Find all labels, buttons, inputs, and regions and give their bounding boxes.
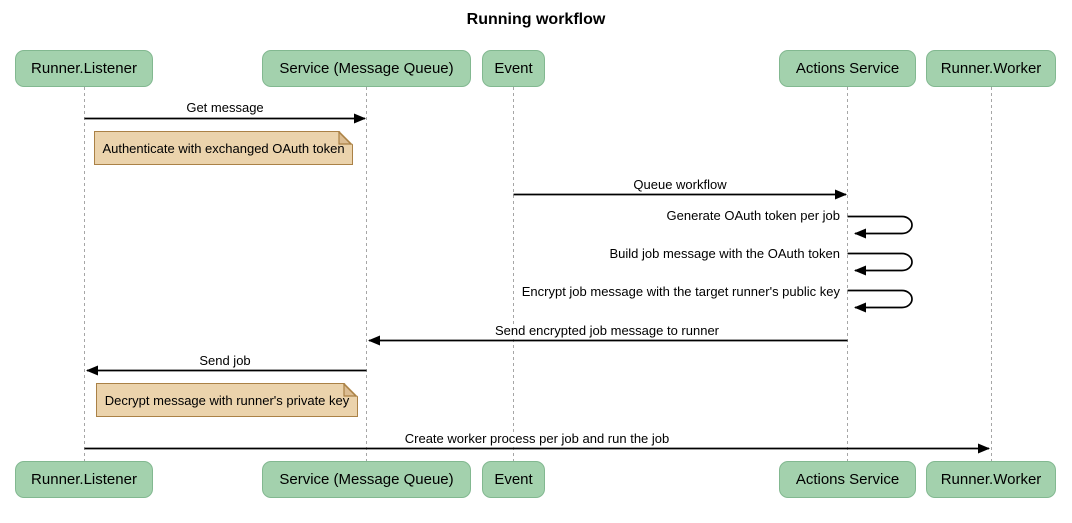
- message-arrows: [84, 113, 990, 454]
- participant-top-actions-service: Actions Service: [779, 50, 916, 87]
- message-label-send-job: Send job: [196, 354, 254, 368]
- message-label-queue-workflow: Queue workflow: [630, 178, 730, 192]
- participant-top-event: Event: [482, 50, 545, 87]
- note-fold-corner-icon: [338, 130, 354, 145]
- arrow-self-encrypt-job-message: [847, 289, 913, 313]
- participant-bottom-runner-worker: Runner.Worker: [926, 461, 1056, 498]
- lifelines: [84, 87, 992, 461]
- participant-label: Actions Service: [795, 60, 900, 77]
- participant-bottom-runner-listener: Runner.Listener: [15, 461, 153, 498]
- message-label-create-worker-process: Create worker process per job and run th…: [401, 432, 673, 446]
- participant-top-service-message-queue: Service (Message Queue): [262, 50, 471, 87]
- arrow-self-generate-oauth-token: [847, 215, 913, 239]
- note-label: Decrypt message with runner's private ke…: [104, 392, 350, 408]
- participant-bottom-actions-service: Actions Service: [779, 461, 916, 498]
- note-fold-corner-icon: [343, 382, 359, 397]
- message-label-send-encrypted-job-message: Send encrypted job message to runner: [491, 324, 723, 338]
- participant-label: Runner.Worker: [940, 471, 1042, 488]
- participant-top-runner-worker: Runner.Worker: [926, 50, 1056, 87]
- message-label-get-message: Get message: [183, 101, 267, 115]
- message-label-encrypt-job-message: Encrypt job message with the target runn…: [518, 285, 843, 299]
- message-label-generate-oauth-token: Generate OAuth token per job: [663, 209, 843, 223]
- participant-label: Service (Message Queue): [279, 471, 454, 488]
- note-authenticate-oauth: Authenticate with exchanged OAuth token: [94, 130, 354, 165]
- message-label-build-job-message: Build job message with the OAuth token: [606, 247, 843, 261]
- participant-bottom-event: Event: [482, 461, 545, 498]
- participant-label: Runner.Listener: [31, 60, 137, 77]
- participant-top-runner-listener: Runner.Listener: [15, 50, 153, 87]
- participant-label: Service (Message Queue): [279, 60, 454, 77]
- note-label: Authenticate with exchanged OAuth token: [102, 140, 345, 156]
- diagram-title: Running workflow: [466, 11, 606, 28]
- participant-label: Runner.Worker: [940, 60, 1042, 77]
- participant-label: Event: [494, 60, 533, 77]
- arrow-self-build-job-message: [847, 252, 913, 276]
- participant-bottom-service-message-queue: Service (Message Queue): [262, 461, 471, 498]
- participant-label: Event: [494, 471, 533, 488]
- note-decrypt-private-key: Decrypt message with runner's private ke…: [96, 382, 359, 417]
- participant-label: Runner.Listener: [31, 471, 137, 488]
- participant-label: Actions Service: [795, 471, 900, 488]
